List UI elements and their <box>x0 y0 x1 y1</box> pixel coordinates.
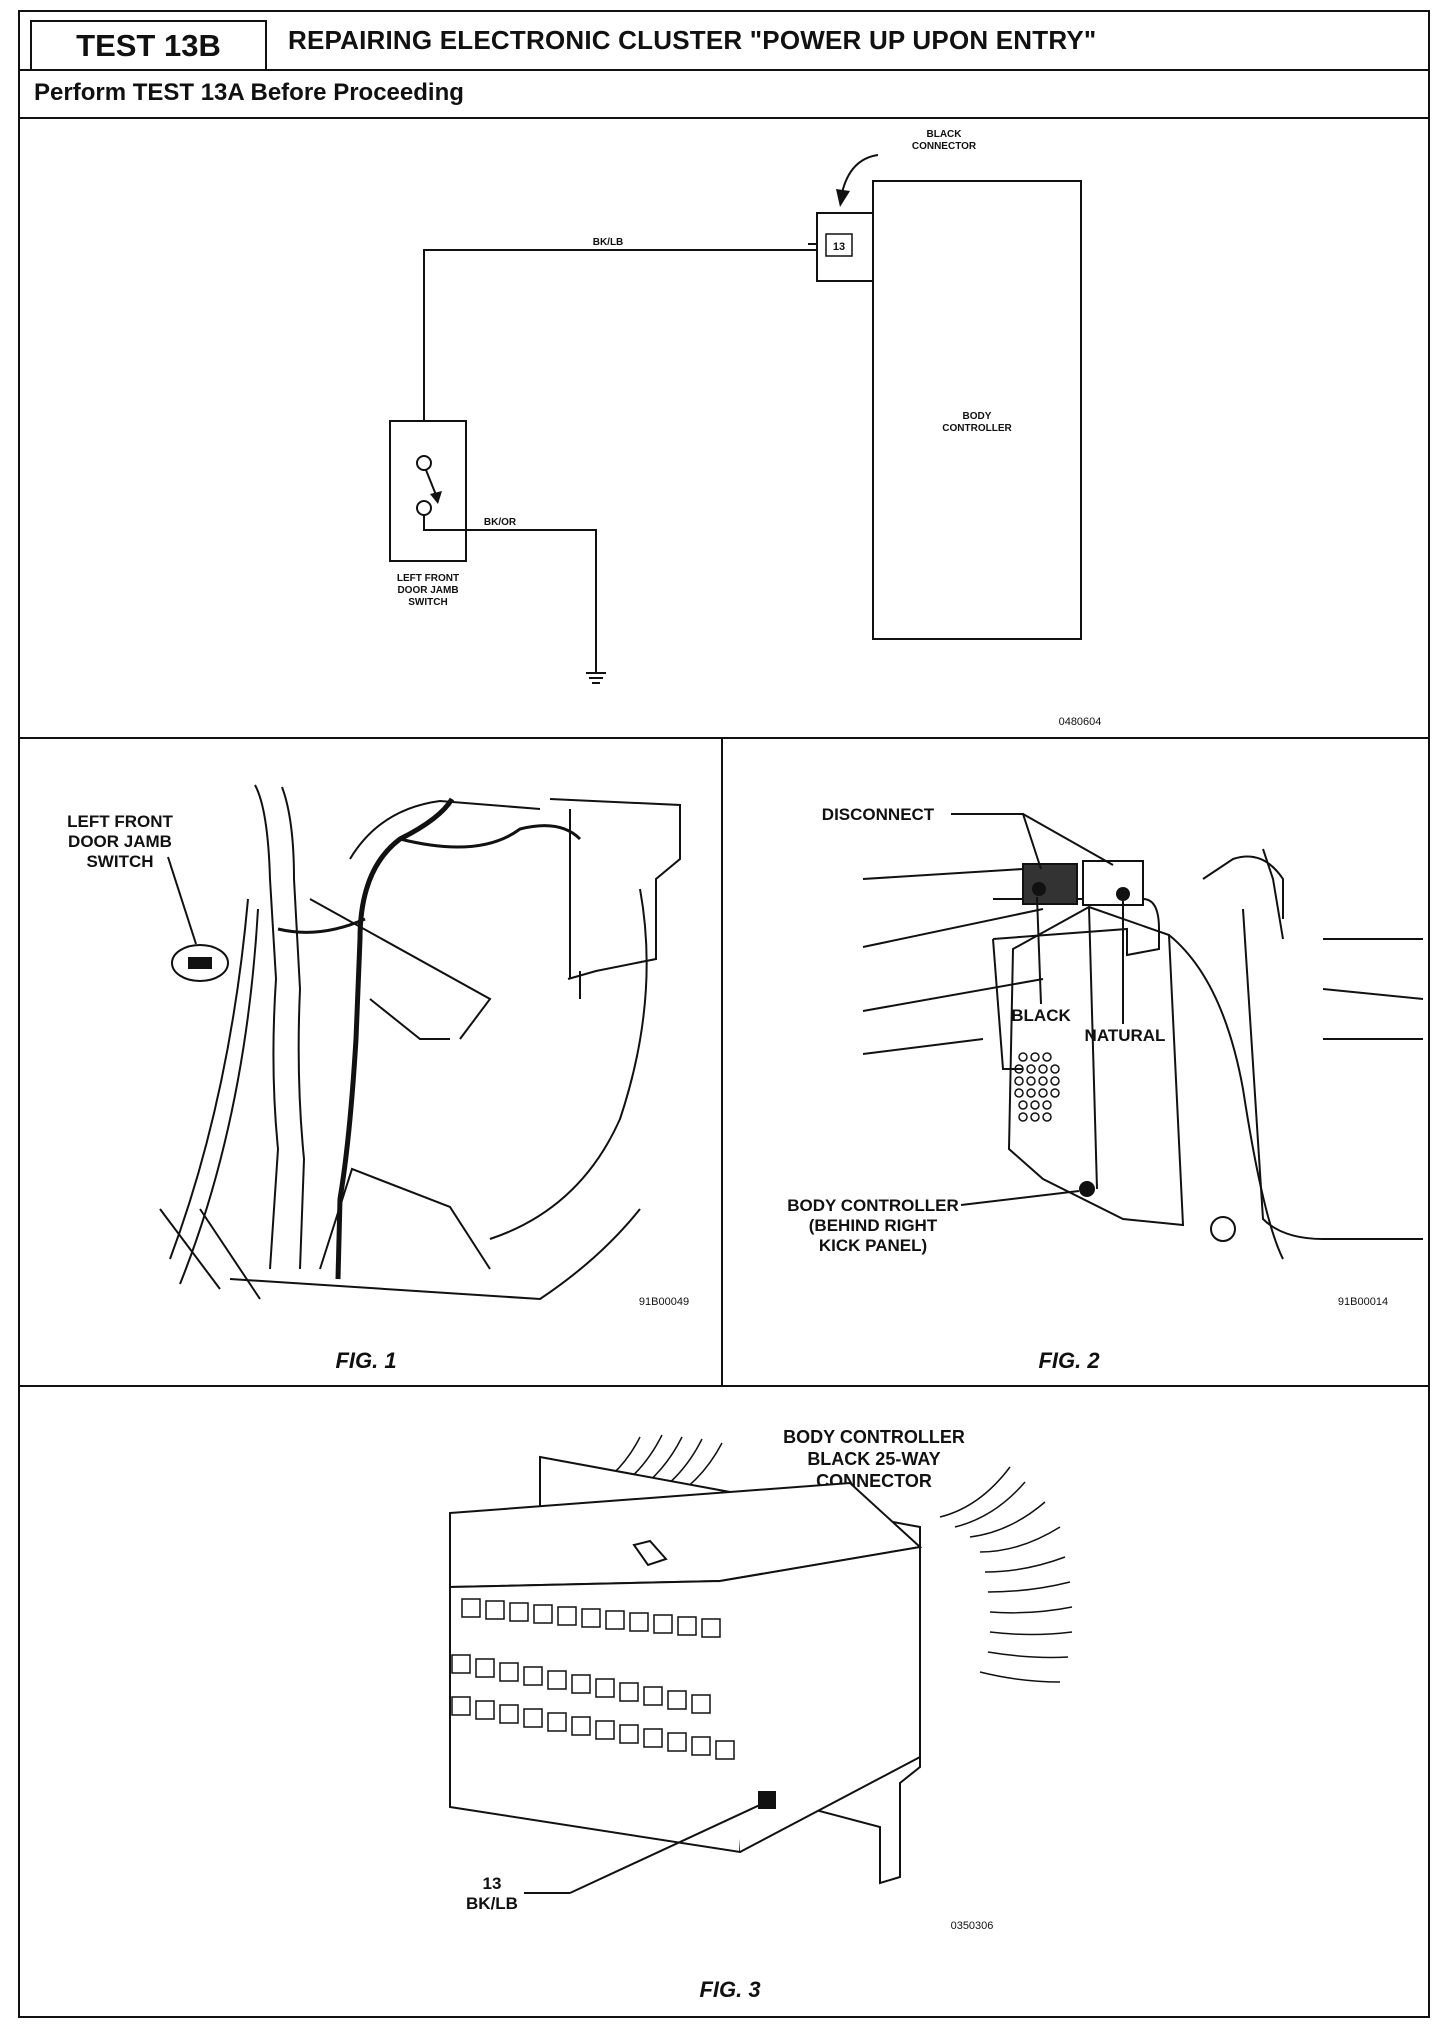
wiring-schematic: 13 BLACK CONNECTOR BK/LB BODY CONTROLLER… <box>389 129 1102 728</box>
subheader-row: Perform TEST 13A Before Proceeding <box>20 69 1428 119</box>
body-controller-leader <box>960 1190 1080 1206</box>
wire-bk-or-label: BK/OR <box>484 517 517 528</box>
fig1-caption: FIG. 1 <box>335 1348 396 1373</box>
connector-label-2: CONNECTOR <box>912 141 977 152</box>
disconnect-leader-2 <box>1022 813 1114 866</box>
black-connector-box <box>816 212 874 282</box>
fig3-title-1: BODY CONTROLLER <box>783 1427 965 1447</box>
door-pillar-drawing <box>159 784 681 1301</box>
page-title: REPAIRING ELECTRONIC CLUSTER "POWER UP U… <box>288 25 1097 55</box>
black-connector <box>1022 863 1078 905</box>
pin-13-leader <box>569 1802 765 1894</box>
fig3-panel: BODY CONTROLLER BLACK 25-WAY CONNECTOR <box>20 1387 1428 2018</box>
switch-label-2: DOOR JAMB <box>397 585 458 596</box>
fig3-illustration: BODY CONTROLLER BLACK 25-WAY CONNECTOR <box>449 1427 1073 2002</box>
controller-vent-holes <box>1014 1052 1060 1122</box>
disconnect-leader <box>951 813 1042 870</box>
pin-13-label: 13 <box>833 241 845 253</box>
fig1-label-3: SWITCH <box>86 852 153 871</box>
connector-side <box>719 1545 921 1853</box>
controller-mount-bolt <box>1210 1216 1236 1242</box>
connector-label-1: BLACK <box>927 129 963 140</box>
latch-tab <box>632 1539 668 1567</box>
door-jamb-switch-callout <box>171 944 229 982</box>
switch-leader-line <box>167 856 197 945</box>
wire-bk-lb <box>423 249 818 421</box>
fig2-black-label: BLACK <box>1011 1006 1071 1025</box>
switch-label-1: LEFT FRONT <box>397 573 459 584</box>
connector-pointer-arrow <box>841 154 879 194</box>
connector-pointer-arrowhead <box>836 189 850 207</box>
fig3-title-2: BLACK 25-WAY <box>807 1449 940 1469</box>
controller-mount-dot <box>1079 1181 1095 1197</box>
switch-contact-lower <box>416 500 432 516</box>
test-id: TEST 13B <box>30 20 267 69</box>
fig3-code: 0350306 <box>951 1920 994 1932</box>
fig1-panel: LEFT FRONT DOOR JAMB SWITCH 91B00049 FIG… <box>20 739 723 1387</box>
kick-panel-drawing <box>862 848 1424 1260</box>
fig2-natural-label: NATURAL <box>1085 1026 1166 1045</box>
schematic-code: 0480604 <box>1059 716 1102 728</box>
connector-cavities <box>451 1598 735 1760</box>
fig2-panel: DISCONNECT BLACK NATURAL BODY CONTROLLER… <box>723 739 1430 1387</box>
fig1-code: 91B00049 <box>639 1296 689 1308</box>
fig2-bc-label-2: (BEHIND RIGHT <box>809 1216 938 1235</box>
fig1-label-1: LEFT FRONT <box>67 812 173 831</box>
body-controller-label-1: BODY <box>963 411 992 422</box>
fig3-pin-label: 13 <box>483 1874 502 1893</box>
black-leader <box>1036 896 1042 1005</box>
test-sheet: TEST 13B REPAIRING ELECTRONIC CLUSTER "P… <box>18 10 1430 2018</box>
prerequisite-note: Perform TEST 13A Before Proceeding <box>34 79 464 106</box>
switch-label-3: SWITCH <box>408 597 447 608</box>
pin-13-cavity <box>758 1791 776 1809</box>
switch-contact-upper <box>416 455 432 471</box>
fig3-caption: FIG. 3 <box>699 1977 760 2002</box>
body-controller-box <box>872 180 1082 640</box>
door-jamb-switch-box <box>389 420 467 562</box>
fig2-illustration: DISCONNECT BLACK NATURAL BODY CONTROLLER… <box>787 805 1424 1373</box>
wire-bk-lb-label: BK/LB <box>593 237 624 248</box>
wire-bk-or <box>423 515 597 673</box>
fig1-illustration: LEFT FRONT DOOR JAMB SWITCH 91B00049 FIG… <box>67 784 689 1373</box>
fig2-bc-label-3: KICK PANEL) <box>819 1236 927 1255</box>
fig2-bc-label-1: BODY CONTROLLER <box>787 1196 959 1215</box>
pin-13-box <box>825 233 853 257</box>
door-jamb-switch-icon <box>188 957 212 969</box>
fig1-label-2: DOOR JAMB <box>68 832 172 851</box>
switch-blade-arrowhead <box>430 491 442 504</box>
switch-blade <box>425 469 437 496</box>
fig3-wire-label: BK/LB <box>466 1894 518 1913</box>
body-controller-label-2: CONTROLLER <box>942 423 1012 434</box>
wiring-schematic-panel: 13 BLACK CONNECTOR BK/LB BODY CONTROLLER… <box>20 117 1428 739</box>
fig2-disconnect-label: DISCONNECT <box>822 805 935 824</box>
natural-connector <box>1082 860 1144 906</box>
connector-dot-left <box>1032 882 1046 896</box>
connector-dot-right <box>1116 887 1130 901</box>
fig2-caption: FIG. 2 <box>1038 1348 1100 1373</box>
controller-connectors <box>1022 860 1144 906</box>
fig2-code: 91B00014 <box>1338 1296 1388 1308</box>
header-row: TEST 13B REPAIRING ELECTRONIC CLUSTER "P… <box>20 12 1428 71</box>
wiring-harness <box>277 797 582 1280</box>
